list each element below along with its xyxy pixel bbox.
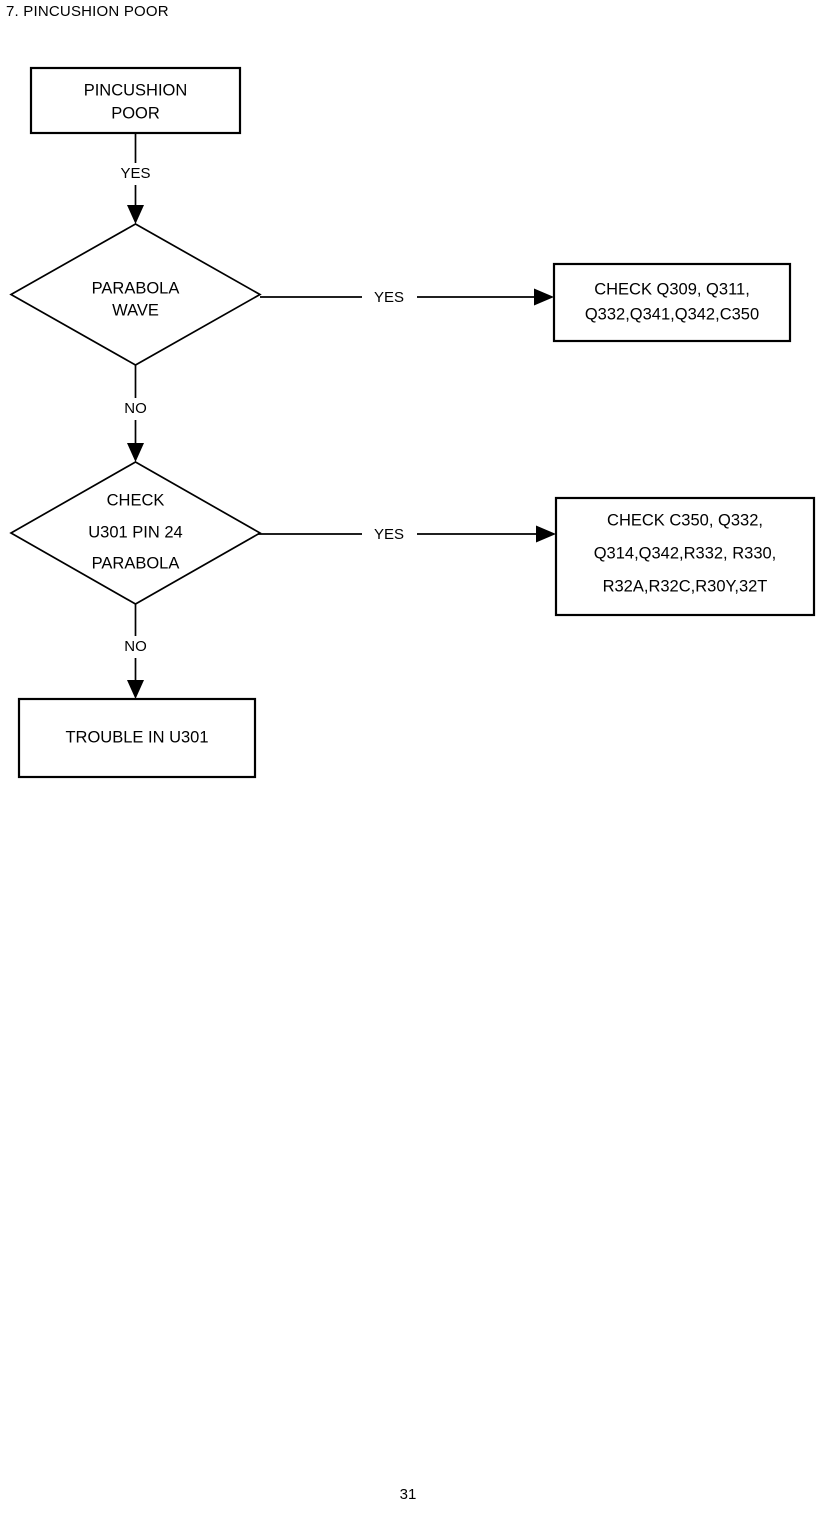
edge-start-to-decision1: YES — [120, 133, 151, 224]
node-trouble-in-u301-line1: TROUBLE IN U301 — [65, 728, 208, 746]
node-trouble-in-u301[interactable]: TROUBLE IN U301 — [17, 697, 257, 779]
node-pincushion-poor[interactable]: PINCUSHION POOR — [29, 66, 242, 135]
edge-decision1-to-decision2-arrowhead — [127, 443, 144, 462]
node-pincushion-poor-line2: POOR — [111, 104, 160, 122]
node-check-q309-q311-shape — [552, 262, 792, 343]
edge-decision2-to-end: NO — [124, 604, 147, 699]
node-check-c350-q332-line3: R32A,R32C,R30Y,32T — [603, 577, 768, 595]
edge-decision1-to-decision2: NO — [124, 365, 147, 462]
edge-decision1-to-action1-arrowhead — [534, 288, 554, 306]
node-check-u301-pin24-parabola-line2: U301 PIN 24 — [88, 523, 182, 541]
edge-start-to-decision1-label: YES — [120, 165, 150, 182]
node-pincushion-poor-shape — [29, 66, 242, 135]
node-parabola-wave-line2: WAVE — [112, 301, 159, 319]
node-trouble-in-u301-shape — [17, 697, 257, 779]
node-check-c350-q332[interactable]: CHECK C350, Q332, Q314,Q342,R332, R330, … — [554, 496, 816, 617]
edge-start-to-decision1-arrowhead — [127, 205, 144, 224]
node-pincushion-poor-line1: PINCUSHION — [84, 81, 188, 99]
flowchart-diagram: PINCUSHION POOR YES PARABOLA WAVE YES CH… — [9, 66, 816, 779]
node-check-q309-q311-line2: Q332,Q341,Q342,C350 — [585, 305, 759, 323]
page-number: 31 — [399, 1486, 417, 1503]
edge-decision1-to-action1: YES — [260, 288, 554, 306]
node-check-u301-pin24-parabola-line1: CHECK — [107, 491, 165, 509]
edge-decision2-to-action2-arrowhead — [536, 525, 556, 543]
edge-decision1-to-decision2-label: NO — [124, 400, 147, 417]
edge-decision2-to-action2-label: YES — [374, 526, 404, 543]
page-title: 7. PINCUSHION POOR — [6, 3, 169, 20]
node-check-c350-q332-shape — [554, 496, 816, 617]
edge-decision2-to-end-label: NO — [124, 638, 147, 655]
edge-decision2-to-action2: YES — [258, 525, 556, 543]
edge-decision2-to-end-arrowhead — [127, 680, 144, 699]
edge-decision1-to-action1-label: YES — [374, 289, 404, 306]
node-check-c350-q332-line1: CHECK C350, Q332, — [607, 511, 763, 529]
node-check-c350-q332-line2: Q314,Q342,R332, R330, — [594, 544, 777, 562]
node-check-u301-pin24-parabola-line3: PARABOLA — [92, 554, 180, 572]
node-check-q309-q311-line1: CHECK Q309, Q311, — [594, 280, 750, 298]
node-parabola-wave[interactable]: PARABOLA WAVE — [9, 223, 262, 366]
node-check-q309-q311[interactable]: CHECK Q309, Q311, Q332,Q341,Q342,C350 — [552, 262, 792, 343]
node-parabola-wave-line1: PARABOLA — [92, 279, 180, 297]
node-check-u301-pin24-parabola[interactable]: CHECK U301 PIN 24 PARABOLA — [9, 461, 262, 605]
